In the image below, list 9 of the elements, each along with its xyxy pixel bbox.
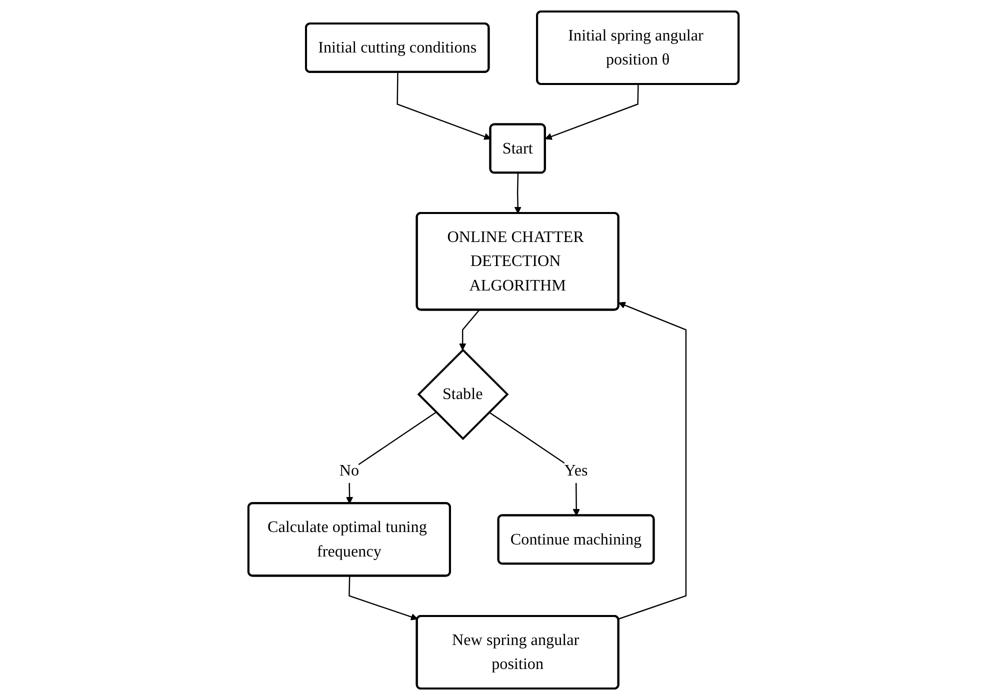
arrow xyxy=(396,72,491,140)
node-diamond: Stable xyxy=(417,348,509,440)
arrow xyxy=(459,310,480,350)
edge-label: Yes xyxy=(564,462,588,480)
arrow xyxy=(618,302,687,620)
arrow xyxy=(544,84,639,140)
edge-label: No xyxy=(339,462,360,480)
arrow xyxy=(348,576,418,620)
arrow xyxy=(514,173,522,214)
